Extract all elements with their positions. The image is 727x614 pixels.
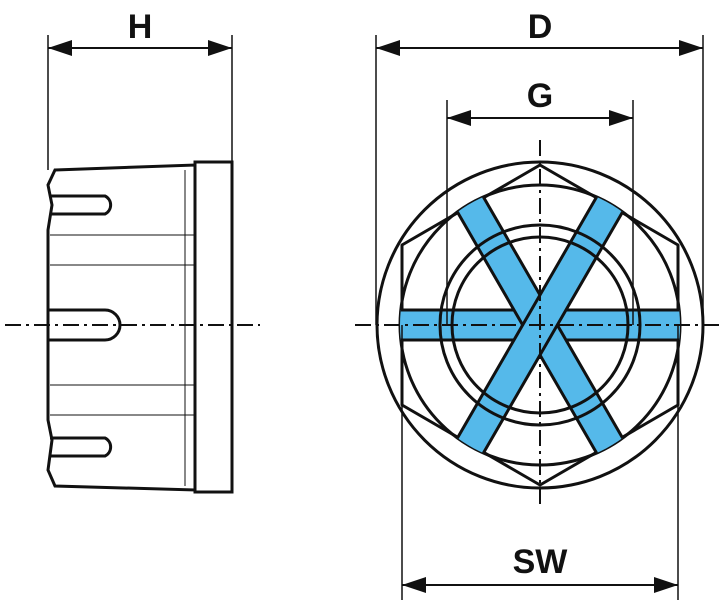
nut-flange-side [193, 160, 234, 494]
slot-bottom [50, 436, 113, 458]
hex-outline [400, 163, 680, 487]
extension-lines [47, 35, 704, 600]
dimension-g-label: G [527, 77, 553, 115]
front-view [355, 140, 722, 505]
dimension-sw-label: SW [513, 543, 569, 581]
slot-center [48, 308, 122, 342]
slot-top [50, 194, 113, 216]
facet-lines [50, 170, 195, 486]
side-view [5, 160, 260, 494]
dimension-d-label: D [528, 8, 553, 46]
dimension-h-label: H [128, 8, 153, 46]
